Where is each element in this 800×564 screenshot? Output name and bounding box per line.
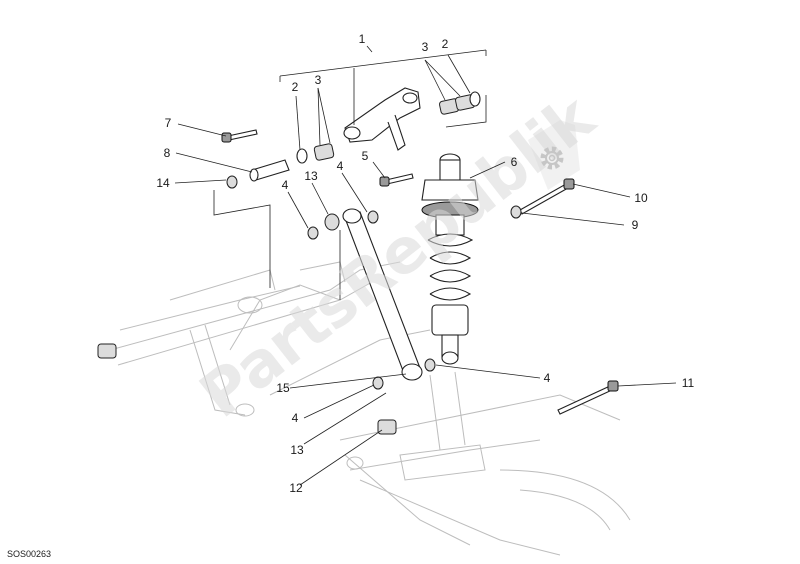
callout-4: 4	[337, 159, 344, 173]
bolts	[221, 129, 619, 415]
rear-shock-absorber	[421, 153, 479, 365]
callout-1: 1	[359, 32, 366, 46]
swingarm-frame-outline	[109, 261, 631, 556]
leader-lines	[174, 54, 677, 486]
callout-12: 12	[289, 481, 303, 495]
callout-labels: 1 2 3 2 3 7 8 14 5 4 6 4 13 10 9 15 4 4 …	[156, 32, 694, 495]
diagram-code: SOS00263	[7, 549, 51, 559]
callout-8: 8	[164, 146, 171, 160]
callout-13: 13	[290, 443, 304, 457]
gear-icon	[540, 146, 564, 170]
callout-7: 7	[165, 116, 172, 130]
spacer-and-washers	[97, 159, 522, 435]
rocker-arm	[343, 87, 421, 151]
callout-14: 14	[156, 176, 170, 190]
callout-3: 3	[315, 73, 322, 87]
grouping-brackets	[213, 45, 487, 300]
callout-5: 5	[362, 149, 369, 163]
callout-11: 11	[682, 376, 695, 390]
callout-4: 4	[544, 371, 551, 385]
callout-15: 15	[276, 381, 290, 395]
callout-3: 3	[422, 40, 429, 54]
callout-2: 2	[442, 37, 449, 51]
callout-4: 4	[292, 411, 299, 425]
bearings	[296, 91, 481, 164]
callout-9: 9	[632, 218, 639, 232]
callout-4: 4	[282, 178, 289, 192]
callout-10: 10	[634, 191, 648, 205]
callout-13: 13	[304, 169, 318, 183]
callout-2: 2	[292, 80, 299, 94]
callout-6: 6	[511, 155, 518, 169]
linkage-rod	[342, 208, 423, 381]
